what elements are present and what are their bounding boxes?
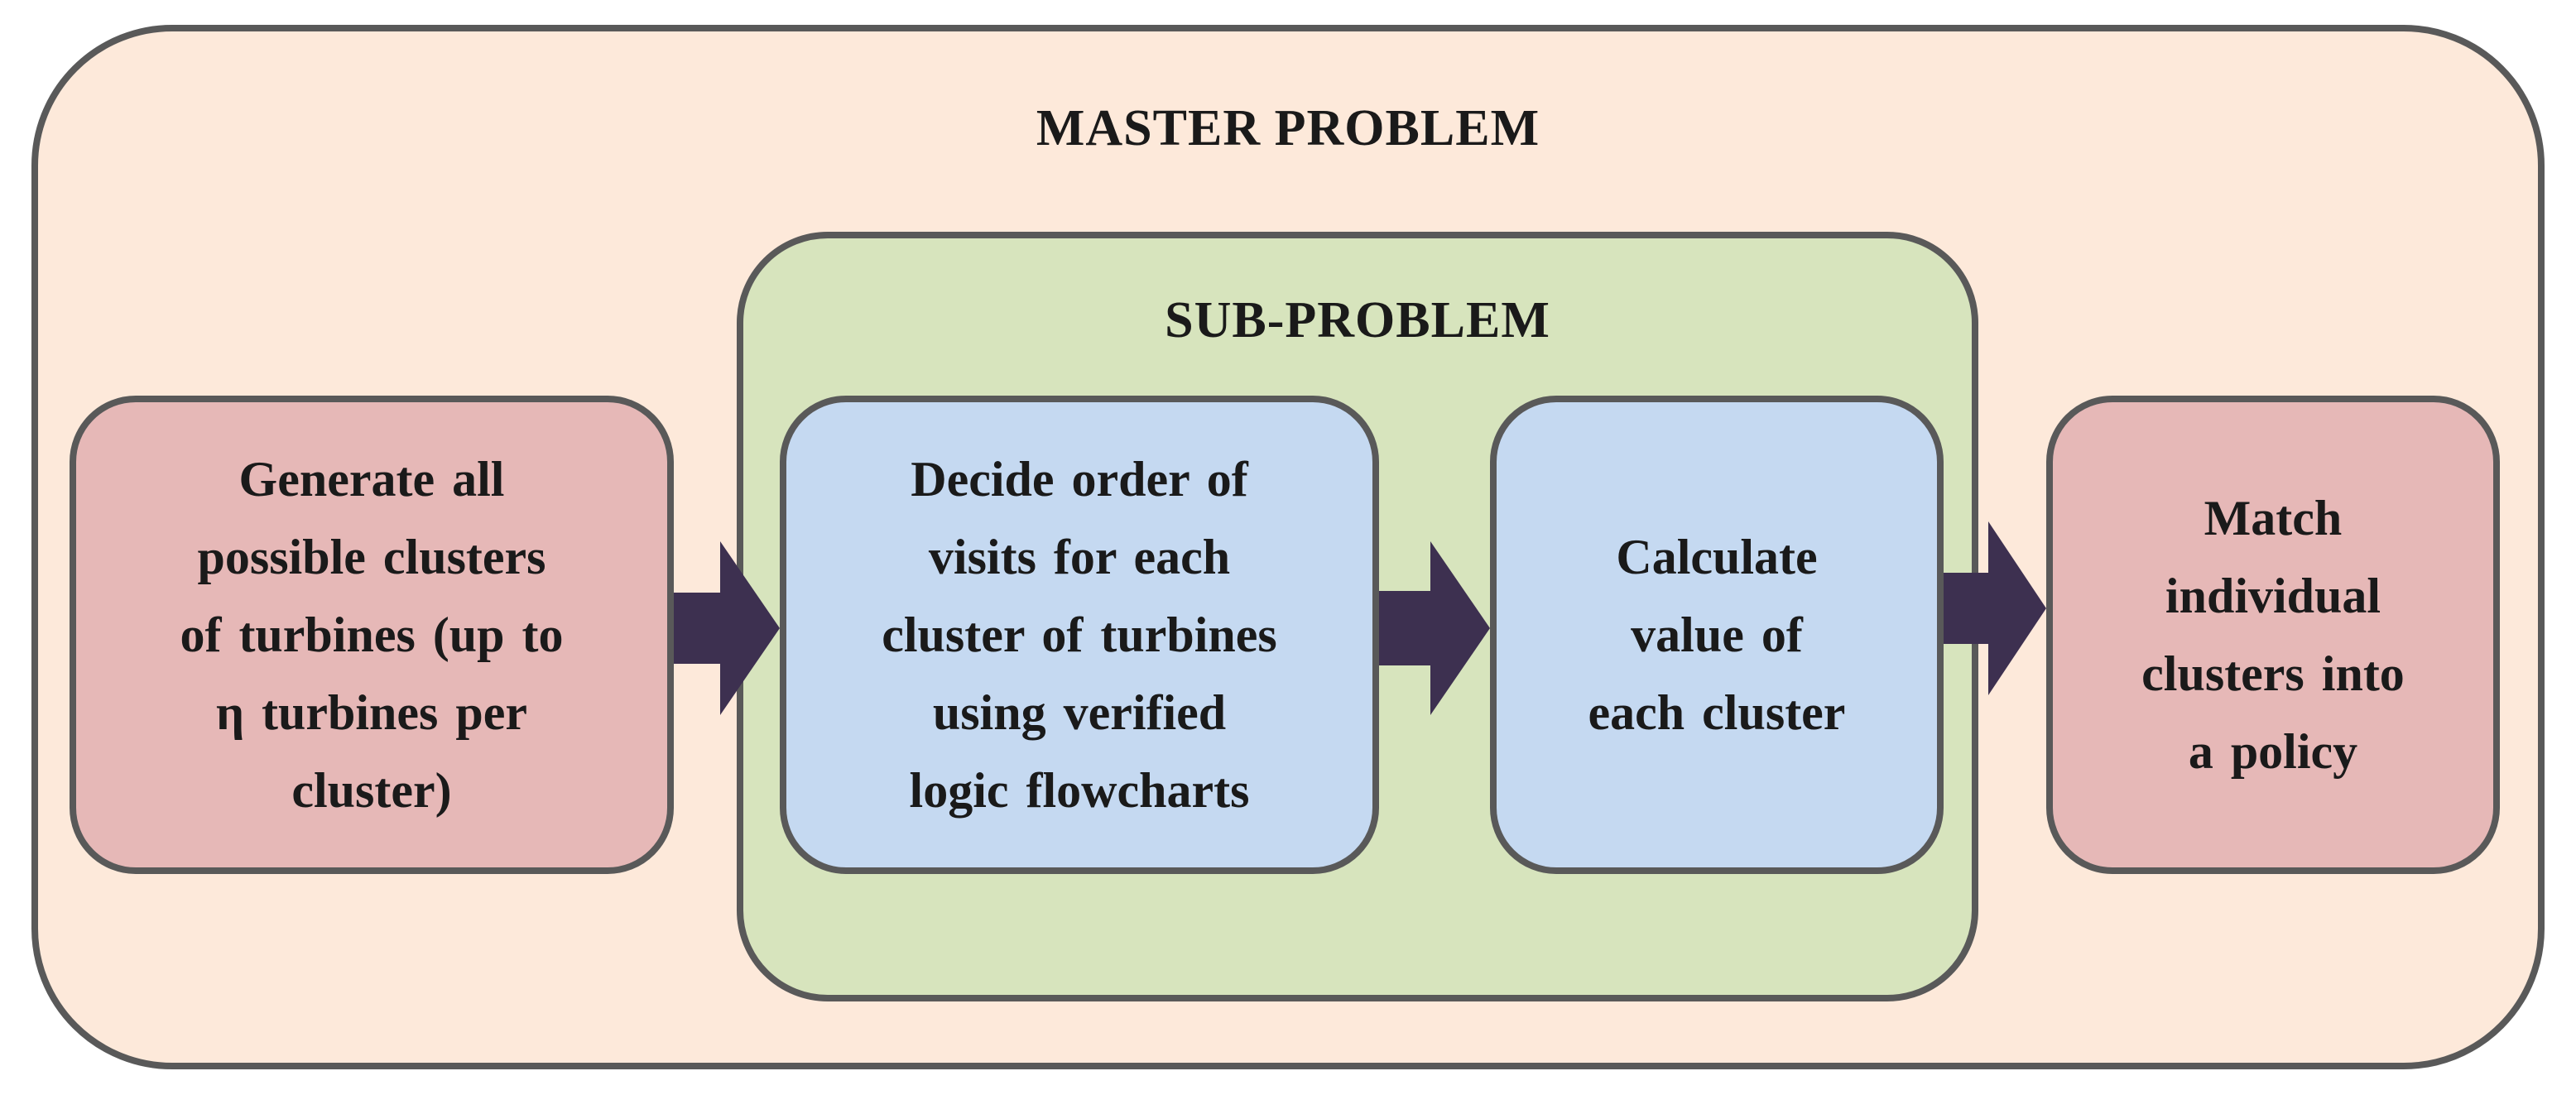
master-problem-title: MASTER PROBLEM [1036, 100, 1540, 156]
arrow-generate-to-decide-shape [674, 541, 780, 715]
step-calculate-cluster-value: Calculate value of each cluster [1490, 396, 1944, 874]
arrow-decide-to-calculate [1379, 541, 1490, 715]
step-decide-visit-order-label: Decide order of visits for each cluster … [882, 452, 1277, 818]
arrow-calculate-to-match-shape [1944, 521, 2046, 695]
arrow-calculate-to-match [1944, 521, 2046, 695]
arrow-decide-to-calculate-shape [1379, 541, 1490, 715]
step-decide-visit-order: Decide order of visits for each cluster … [780, 396, 1379, 874]
sub-problem-title: SUB-PROBLEM [1165, 292, 1550, 348]
step-match-clusters-policy: Match individual clusters into a policy [2046, 396, 2500, 874]
step-generate-clusters-label: Generate all possible clusters of turbin… [180, 452, 564, 818]
arrow-generate-to-decide [674, 541, 780, 715]
step-generate-clusters: Generate all possible clusters of turbin… [70, 396, 674, 874]
step-match-clusters-policy-label: Match individual clusters into a policy [2141, 491, 2405, 779]
step-calculate-cluster-value-label: Calculate value of each cluster [1588, 530, 1846, 740]
